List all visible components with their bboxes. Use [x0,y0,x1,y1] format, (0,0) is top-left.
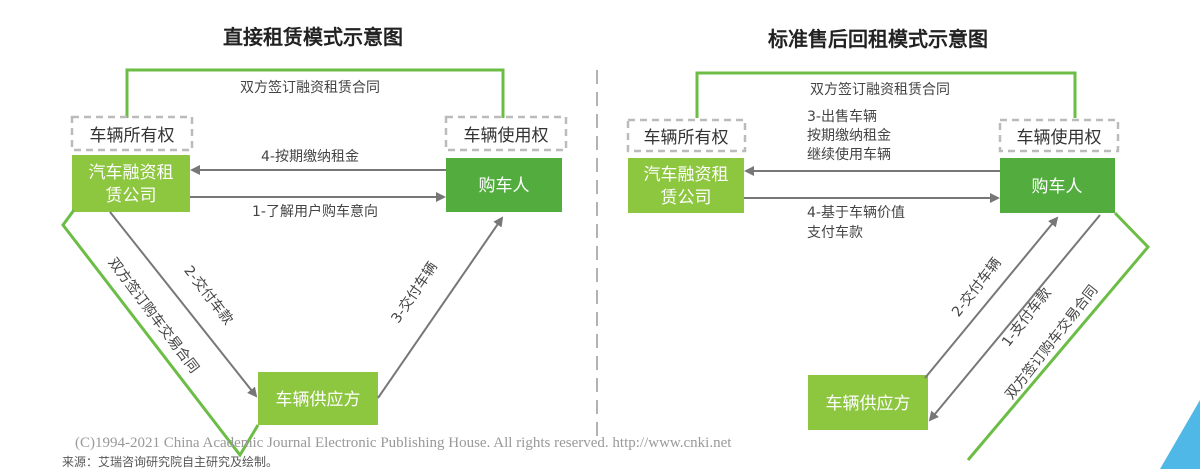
left-buyer-box [446,158,562,212]
source-text: 来源：艾瑞咨询研究院自主研究及绘制。 [62,454,278,469]
right-ownership-label: 车辆所有权 [644,128,729,148]
left-supplier-box [258,372,378,425]
left-arrow-pay [109,211,258,398]
left-usage-label: 车辆使用权 [464,125,549,146]
right-arrow-deliver-label: 2-交付车辆 [948,254,1004,320]
left-arrow-deliver [377,216,504,399]
right-arrow-sell-label-1: 3-出售车辆 [807,108,877,125]
left-buyer-label: 购车人 [479,176,530,196]
left-lessor-box [72,155,190,212]
left-lessor-line2: 赁公司 [106,186,157,206]
left-lessor-line1: 汽车融资租 [89,163,174,183]
right-supplier-box [808,375,928,430]
left-usage-box [444,115,568,152]
right-buyer-label: 购车人 [1032,177,1083,197]
left-supplier-label: 车辆供应方 [276,390,361,410]
corner-decoration [1160,400,1200,469]
right-lessor-box [628,158,744,213]
right-arrow-sell-label-3: 继续使用车辆 [807,146,891,163]
right-lessor-line1: 汽车融资租 [644,165,729,185]
right-lessor-line2: 赁公司 [661,188,712,208]
left-arrow-deliver-label: 3-交付车辆 [388,259,441,327]
right-ownership-box [626,118,747,153]
left-ownership-box [70,115,194,152]
left-ownership-label: 车辆所有权 [90,126,175,146]
right-usage-box [998,118,1120,153]
right-arrow-pay-label-1: 4-基于车辆价值 [807,204,905,221]
left-contract-side-line [61,209,260,458]
right-arrow-pay-label-2: 支付车款 [807,224,863,241]
right-title: 标准售后回租模式示意图 [768,27,988,51]
right-contract-top-label: 双方签订融资租赁合同 [810,81,950,98]
right-arrow-sell-label-2: 按期缴纳租金 [807,128,891,144]
left-arrow-intent-label: 1-了解用户购车意向 [252,203,378,220]
right-contract-side-line [966,211,1151,461]
right-contract-bracket [695,71,1077,118]
left-title: 直接租赁模式示意图 [223,25,403,49]
left-contract-top-label: 双方签订融资租赁合同 [240,79,380,96]
left-contract-bracket [125,68,505,118]
right-arrow-buyer-pay [928,214,1101,422]
right-buyer-box [1000,158,1115,213]
left-arrow-rent-label: 4-按期缴纳租金 [261,149,359,165]
right-arrow-deliver [924,216,1059,379]
right-usage-label: 车辆使用权 [1017,127,1102,148]
copyright-text: (C)1994-2021 China Academic Journal Elec… [75,435,732,451]
left-arrow-pay-label: 2-交付车款 [180,262,236,328]
right-supplier-label: 车辆供应方 [826,394,911,414]
